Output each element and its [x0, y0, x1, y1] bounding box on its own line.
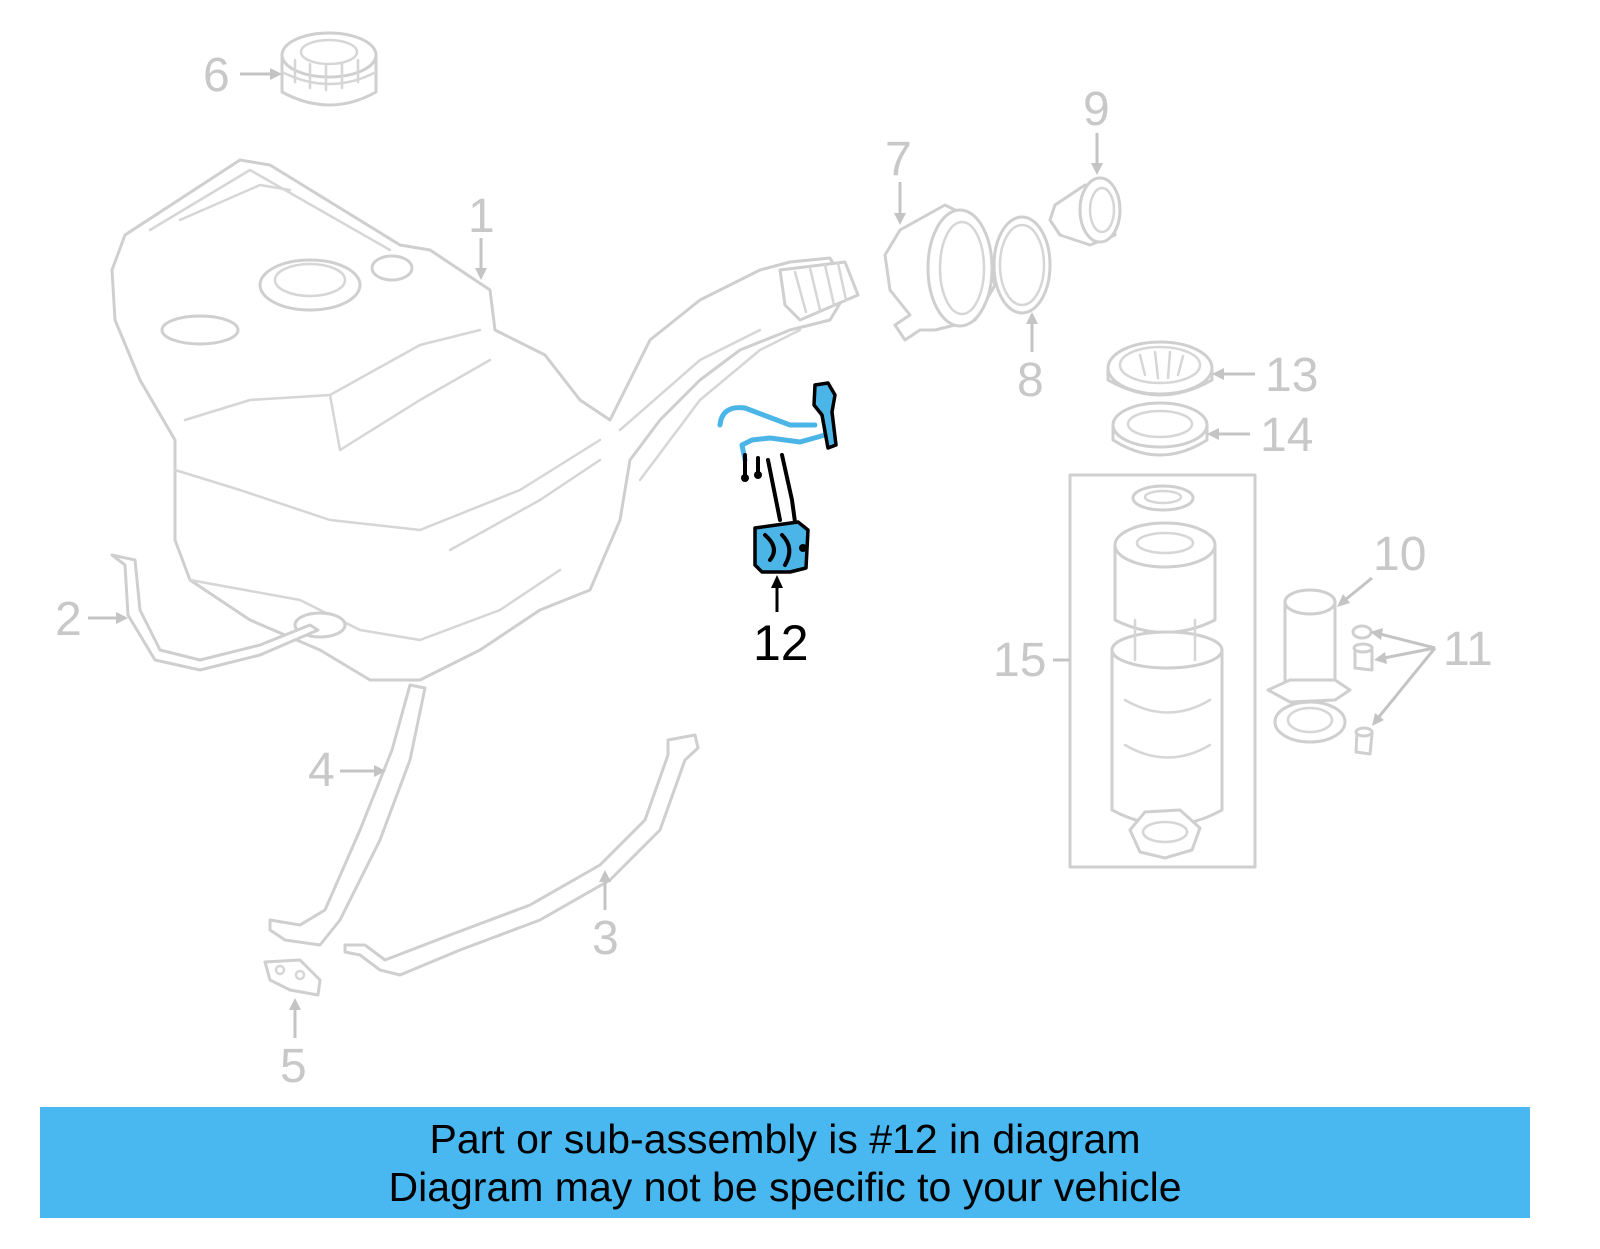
- callout-11: 11: [1370, 623, 1493, 726]
- callout-12[interactable]: 12: [753, 575, 809, 671]
- callout-5: 5: [280, 998, 307, 1093]
- callout-9: 9: [1083, 83, 1110, 175]
- info-banner: Part or sub-assembly is #12 in diagram D…: [40, 1107, 1530, 1218]
- part-14-seal: [1111, 401, 1209, 457]
- callout-8-label: 8: [1017, 354, 1044, 407]
- callout-11-label: 11: [1443, 623, 1493, 676]
- part-7-housing: [883, 203, 997, 342]
- callout-7-label: 7: [885, 133, 912, 186]
- part-5-bracket: [263, 958, 322, 997]
- part-1-fuel-tank: [110, 158, 860, 682]
- part-2-strap: [110, 553, 320, 672]
- part-13-flange: [1106, 340, 1214, 397]
- part-8-ring: [992, 215, 1052, 315]
- callout-15: 15: [993, 634, 1070, 687]
- part-15-pump-module: [1068, 473, 1257, 869]
- callout-3-label: 3: [592, 912, 619, 965]
- callout-4: 4: [308, 744, 386, 797]
- banner-line-1: Part or sub-assembly is #12 in diagram: [429, 1116, 1141, 1162]
- callout-3: 3: [592, 870, 619, 965]
- part-11-small-parts: [1351, 624, 1374, 756]
- callout-5-label: 5: [280, 1040, 307, 1093]
- callout-6-label: 6: [203, 49, 230, 102]
- part-4-strap: [268, 683, 427, 947]
- callout-13-label: 13: [1265, 349, 1318, 402]
- callout-10-label: 10: [1373, 528, 1426, 581]
- callout-14: 14: [1207, 409, 1313, 462]
- callout-13: 13: [1212, 349, 1318, 402]
- callout-1-label: 1: [468, 190, 495, 243]
- callout-2-label: 2: [55, 593, 82, 646]
- callout-12-label[interactable]: 12: [753, 615, 809, 671]
- part-10-pump: [1266, 588, 1352, 744]
- part-3-strap: [343, 733, 700, 977]
- parts-diagram: 6 1 2 4 3 5 7 9 8: [55, 31, 1493, 1093]
- callout-10: 10: [1337, 528, 1426, 607]
- banner-line-2: Diagram may not be specific to your vehi…: [388, 1164, 1182, 1210]
- callout-14-label: 14: [1260, 409, 1313, 462]
- part-12-highlighted-sender: [717, 381, 838, 574]
- callout-1: 1: [468, 190, 495, 280]
- callout-15-label: 15: [993, 634, 1046, 687]
- callout-6: 6: [203, 49, 282, 102]
- callout-8: 8: [1017, 312, 1044, 407]
- callout-4-label: 4: [308, 744, 335, 797]
- callout-9-label: 9: [1083, 83, 1110, 136]
- part-6-cap: [280, 31, 378, 107]
- part-9-cap: [1048, 176, 1122, 247]
- callout-2: 2: [55, 593, 128, 646]
- callout-7: 7: [885, 133, 912, 225]
